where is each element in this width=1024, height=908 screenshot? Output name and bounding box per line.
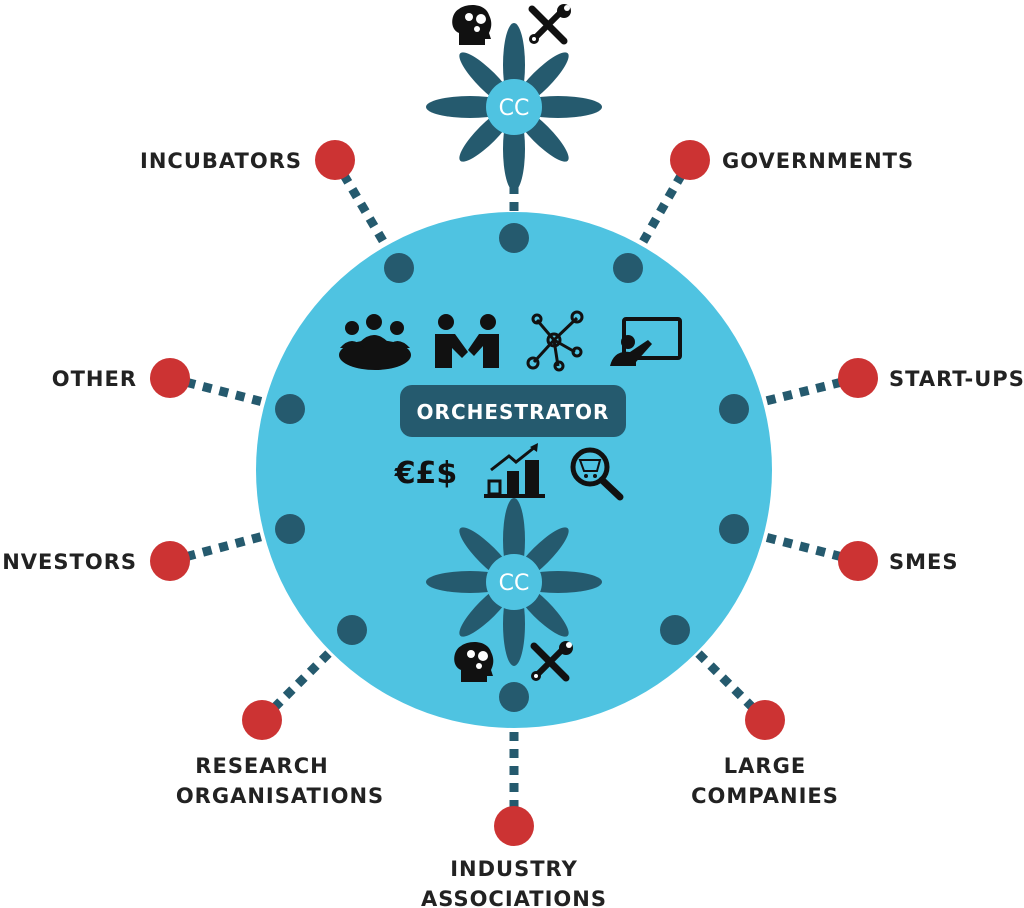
stakeholder-dot-large [745,700,785,740]
hub-node [719,394,749,424]
presentation-icon [610,317,682,366]
network-icon [526,310,584,372]
label-smes: SMES [889,550,959,574]
cc-label: CC [499,96,530,121]
handshake-icon [435,314,499,368]
brain-gears-icon [452,5,492,45]
stakeholder-dot-investors [150,541,190,581]
label-startups: START-UPS [889,367,1024,391]
market-search-icon [570,447,624,501]
orchestrator-label: ORCHESTRATOR [417,400,610,424]
cc-label: CC [499,571,530,596]
label-research-line2: ORGANISATIONS [176,784,384,808]
label-other: OTHER [52,367,137,391]
label-industry-line2: ASSOCIATIONS [421,887,607,908]
hub-nodes [275,223,749,712]
hub-node [275,394,305,424]
hub-node [337,615,367,645]
meeting-icon [339,314,411,370]
label-research-line1: RESEARCH [195,754,328,778]
tools-icon [529,4,571,44]
stakeholder-dot-startups [838,358,878,398]
stakeholder-dot-incubators [315,140,355,180]
label-incubators: INCUBATORS [140,149,302,173]
hub-node [275,514,305,544]
stakeholder-dot-other [150,358,190,398]
hub-node [499,682,529,712]
stakeholder-dot-governments [670,140,710,180]
orchestrator-badge [400,385,626,437]
growth-chart-icon [484,443,545,498]
label-large-line2: COMPANIES [691,784,839,808]
hub-node [613,253,643,283]
label-governments: GOVERNMENTS [722,149,914,173]
cc-node-top: CC [426,4,602,191]
label-industry-line1: INDUSTRY [450,857,578,881]
label-investors: INVESTORS [0,550,137,574]
currency-icon: €£$ [394,456,458,491]
hub-node [660,615,690,645]
hub-node [719,514,749,544]
stakeholder-dot-research [242,700,282,740]
stakeholder-dot-smes [838,541,878,581]
hub-node [499,223,529,253]
hub-node [384,253,414,283]
label-large-line1: LARGE [724,754,806,778]
cc-node-bottom: CC [426,498,602,682]
stakeholder-dot-industry [494,806,534,846]
